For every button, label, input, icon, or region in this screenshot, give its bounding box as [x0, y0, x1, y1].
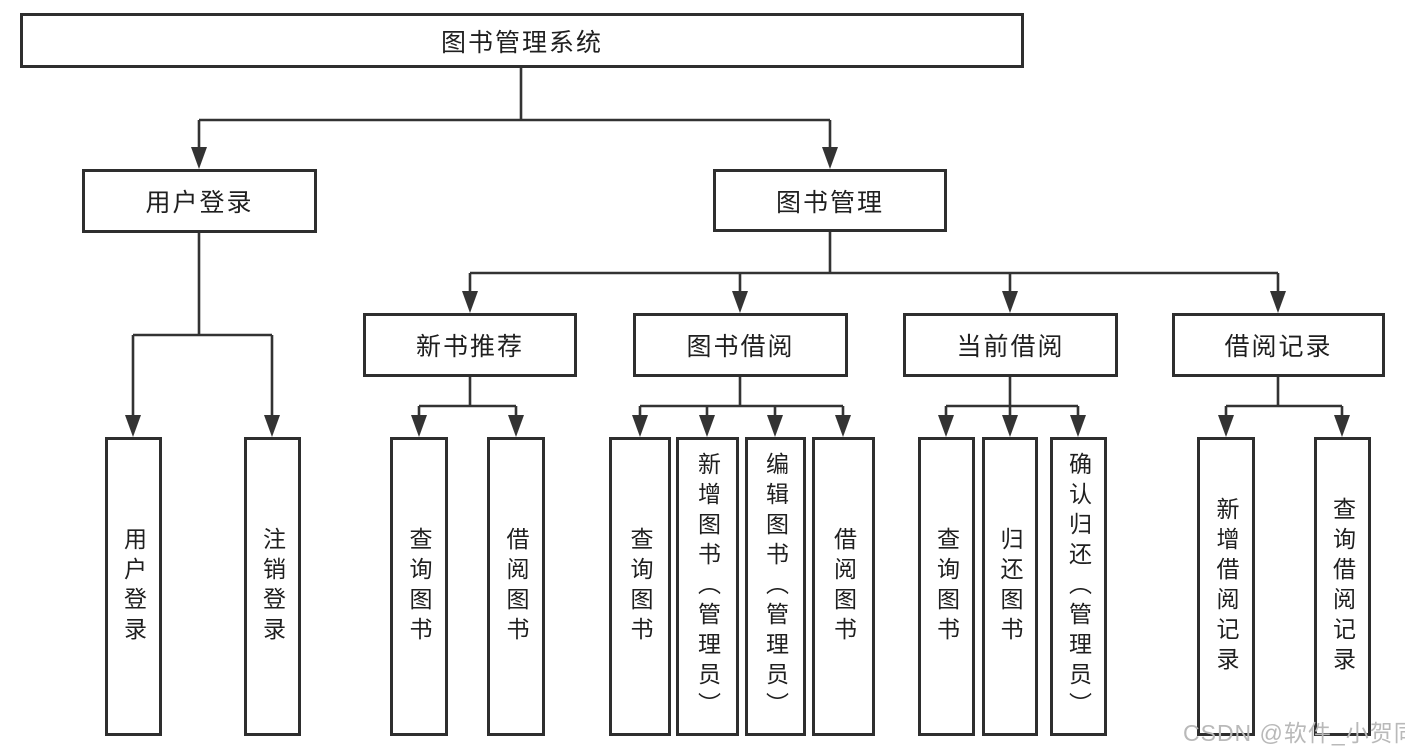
node-current-confirm-admin: 确认归还（管理员） — [1050, 437, 1107, 736]
node-current-query-label: 查询图书 — [933, 526, 960, 647]
node-current-borrow: 当前借阅 — [903, 313, 1118, 377]
node-user-login-label: 用户登录 — [145, 189, 254, 217]
connector-book-management-to-level3 — [462, 232, 1286, 313]
node-borrow-query: 查询图书 — [609, 437, 671, 736]
node-current-return-label: 归还图书 — [997, 526, 1023, 647]
node-records-query-label: 查询借阅记录 — [1329, 496, 1356, 677]
connector-root-to-level2 — [191, 68, 838, 169]
node-newbook-borrow-label: 借阅图书 — [503, 526, 529, 647]
node-borrow-records: 借阅记录 — [1172, 313, 1385, 377]
node-borrow-add-admin-label: 新增图书（管理员） — [694, 451, 721, 722]
csdn-watermark: CSDN @软件_小贺同学 — [1183, 720, 1405, 746]
node-newbook-query-label: 查询图书 — [406, 526, 432, 647]
connector-user-login-to-leaves — [125, 233, 280, 437]
node-records-add-label: 新增借阅记录 — [1213, 496, 1239, 677]
node-book-management: 图书管理 — [713, 169, 947, 232]
node-book-borrow: 图书借阅 — [633, 313, 848, 377]
node-new-book-recommend-label: 新书推荐 — [415, 333, 524, 361]
node-root: 图书管理系统 — [20, 13, 1024, 68]
node-borrow-borrow-label: 借阅图书 — [830, 526, 857, 647]
connector-borrow-records-to-leaves — [1218, 377, 1350, 437]
connector-book-borrow-to-leaves — [632, 377, 851, 437]
node-user-login: 用户登录 — [82, 169, 317, 233]
node-borrow-query-label: 查询图书 — [627, 526, 653, 647]
node-root-label: 图书管理系统 — [440, 28, 603, 57]
node-book-borrow-label: 图书借阅 — [686, 333, 795, 361]
node-login-user: 用户登录 — [105, 437, 162, 736]
connector-current-borrow-to-leaves — [938, 377, 1086, 437]
node-borrow-edit-admin: 编辑图书（管理员） — [745, 437, 806, 736]
node-borrow-add-admin: 新增图书（管理员） — [676, 437, 739, 736]
node-current-confirm-admin-label: 确认归还（管理员） — [1065, 451, 1092, 722]
node-records-query: 查询借阅记录 — [1314, 437, 1371, 736]
node-new-book-recommend: 新书推荐 — [363, 313, 577, 377]
node-current-return: 归还图书 — [982, 437, 1038, 736]
node-borrow-records-label: 借阅记录 — [1224, 333, 1333, 361]
node-login-user-label: 用户登录 — [120, 526, 147, 647]
node-records-add: 新增借阅记录 — [1197, 437, 1255, 736]
node-current-borrow-label: 当前借阅 — [956, 333, 1065, 361]
node-login-logout: 注销登录 — [244, 437, 301, 736]
node-newbook-borrow: 借阅图书 — [487, 437, 545, 736]
node-borrow-borrow: 借阅图书 — [812, 437, 875, 736]
node-login-logout-label: 注销登录 — [259, 526, 286, 647]
node-newbook-query: 查询图书 — [390, 437, 448, 736]
node-borrow-edit-admin-label: 编辑图书（管理员） — [762, 451, 789, 722]
node-current-query: 查询图书 — [918, 437, 975, 736]
node-book-management-label: 图书管理 — [775, 188, 884, 217]
connector-new-book-recommend-to-leaves — [411, 377, 524, 437]
